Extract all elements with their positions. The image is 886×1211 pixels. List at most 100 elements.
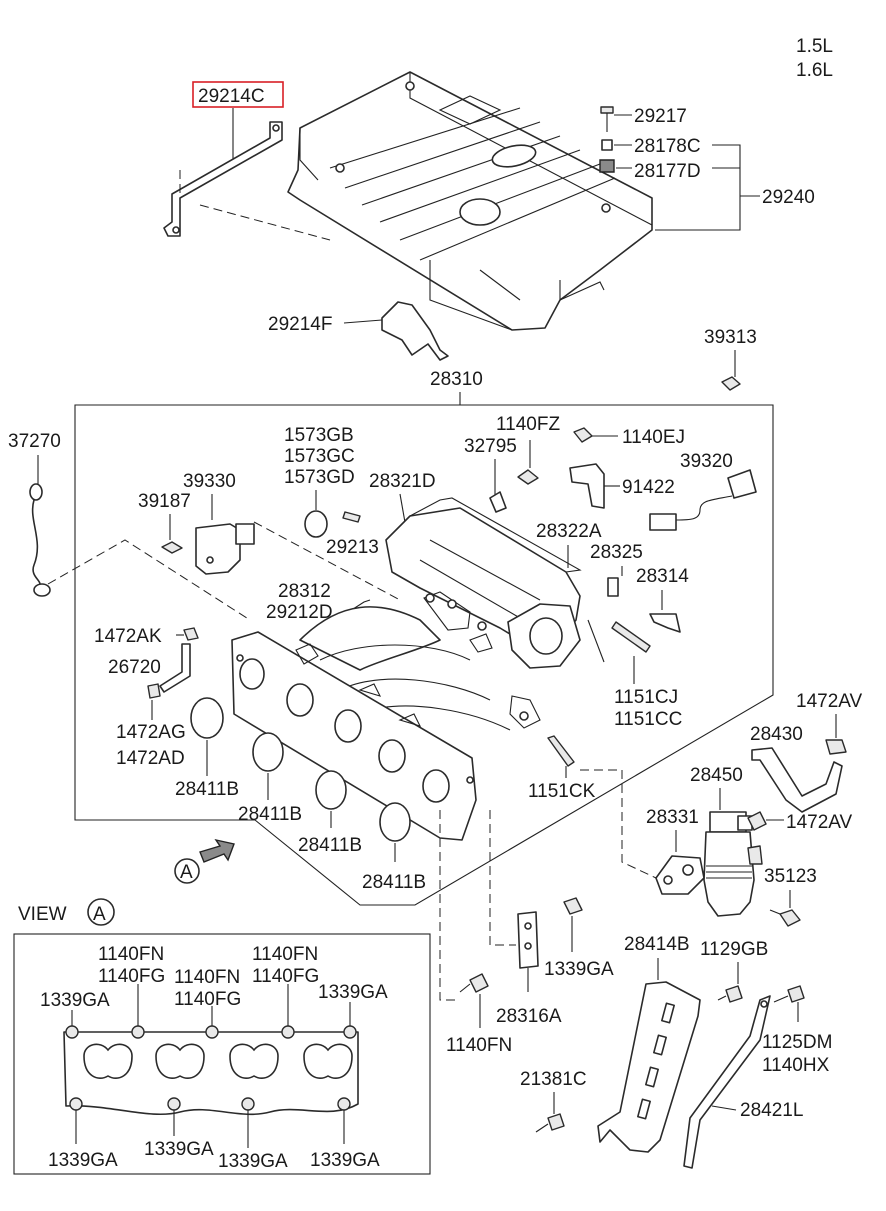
part-label-1339GA[interactable]: 1339GA	[544, 959, 614, 980]
view-a-label[interactable]: 1339GA	[218, 1151, 288, 1172]
clamp-1472AV[interactable]	[747, 811, 767, 831]
part-label-28411B[interactable]: 28411B	[298, 835, 362, 856]
part-label-29214F[interactable]: 29214F	[268, 314, 332, 335]
part-label-28414B[interactable]: 28414B	[624, 934, 690, 955]
part-label-29212D[interactable]: 29212D	[266, 602, 333, 623]
part-label-28331[interactable]: 28331	[646, 807, 699, 828]
view-a-label[interactable]: 1339GA	[318, 982, 388, 1003]
part-label-1472AD[interactable]: 1472AD	[116, 748, 185, 769]
bolt-39187[interactable]	[161, 541, 183, 554]
insulator-28177D[interactable]	[599, 159, 615, 173]
nut-1339GA[interactable]	[563, 897, 583, 915]
part-label-1125DM[interactable]: 1125DM	[762, 1032, 832, 1053]
part-label-37270[interactable]: 37270	[8, 431, 61, 452]
clamp-1472AG[interactable]	[147, 683, 161, 699]
view-a-label[interactable]: 1339GA	[310, 1150, 380, 1171]
gasket-28411B[interactable]	[315, 770, 347, 810]
pin-29213[interactable]	[342, 511, 361, 523]
part-label-28421L[interactable]: 28421L	[740, 1100, 803, 1121]
gasket-28331[interactable]	[655, 855, 705, 895]
bracket-29214F[interactable]	[381, 301, 449, 361]
view-a-label[interactable]: 1140FN	[98, 944, 164, 965]
part-label-39187[interactable]: 39187	[138, 491, 191, 512]
bracket-28316A[interactable]	[517, 911, 539, 969]
part-label-1573GD[interactable]: 1573GD	[284, 467, 355, 488]
hose-28314[interactable]	[649, 613, 681, 633]
part-label-1151CJ[interactable]: 1151CJ	[614, 687, 678, 708]
part-label-35123[interactable]: 35123	[764, 866, 817, 887]
bolt-1140FZ[interactable]	[517, 469, 539, 485]
part-label-29217[interactable]: 29217	[634, 106, 687, 127]
view-a-label[interactable]: 1140FG	[252, 966, 319, 987]
clamp-1472AV[interactable]	[825, 739, 847, 755]
bolt-1140EJ[interactable]	[573, 427, 593, 443]
knock-sensor-39320[interactable]	[649, 469, 757, 531]
intake-manifold-28310[interactable]	[231, 497, 582, 841]
part-label-21381C[interactable]: 21381C	[520, 1069, 587, 1090]
stay-28421L[interactable]	[683, 995, 771, 1169]
bracket-29214C[interactable]	[163, 121, 283, 237]
part-label-28411B[interactable]: 28411B	[362, 872, 426, 893]
grommet-28178C[interactable]	[601, 139, 613, 151]
stud-1151CK[interactable]	[547, 735, 575, 767]
part-label-28310[interactable]: 28310	[430, 369, 483, 390]
part-label-28321D[interactable]: 28321D	[369, 471, 436, 492]
part-label-29213[interactable]: 29213	[326, 537, 379, 558]
part-label-32795[interactable]: 32795	[464, 436, 517, 457]
part-label-1140FN[interactable]: 1140FN	[446, 1035, 512, 1056]
map-sensor-39330[interactable]	[195, 523, 255, 575]
bolt-21381C[interactable]	[547, 1113, 565, 1131]
part-label-1472AK[interactable]: 1472AK	[94, 626, 162, 647]
stud-1151CJ[interactable]	[611, 621, 651, 653]
view-a-label[interactable]: 1140FG	[174, 989, 241, 1010]
part-label-28316A[interactable]: 28316A	[496, 1006, 562, 1027]
part-label-28411B[interactable]: 28411B	[175, 779, 239, 800]
clamp-1472AK[interactable]	[183, 627, 199, 641]
bolt-35123[interactable]	[779, 909, 801, 927]
part-label-29214C[interactable]: 29214C	[198, 86, 265, 107]
view-a-label[interactable]: 1140FG	[98, 966, 165, 987]
part-label-39330[interactable]: 39330	[183, 471, 236, 492]
bolt-1129GB[interactable]	[725, 985, 743, 1003]
view-a-label[interactable]: 1140FN	[252, 944, 318, 965]
egr-valve-28450[interactable]	[703, 811, 763, 917]
gasket-28411B[interactable]	[379, 802, 411, 842]
part-label-1472AV[interactable]: 1472AV	[786, 812, 853, 833]
part-label-1472AG[interactable]: 1472AG	[116, 722, 186, 743]
part-label-28450[interactable]: 28450	[690, 765, 743, 786]
part-label-39313[interactable]: 39313	[704, 327, 757, 348]
part-label-1140EJ[interactable]: 1140EJ	[622, 427, 685, 448]
view-a-label[interactable]: 1339GA	[144, 1139, 214, 1160]
bolt-1125DM[interactable]	[787, 985, 805, 1003]
part-label-28322A[interactable]: 28322A	[536, 521, 602, 542]
part-label-28177D[interactable]: 28177D	[634, 161, 701, 182]
part-label-1140FZ[interactable]: 1140FZ	[496, 414, 560, 435]
part-label-26720[interactable]: 26720	[108, 657, 161, 678]
part-label-39320[interactable]: 39320	[680, 451, 733, 472]
part-label-91422[interactable]: 91422	[622, 477, 675, 498]
part-label-28430[interactable]: 28430	[750, 724, 803, 745]
hose-26720[interactable]	[159, 643, 191, 693]
bolt-39313[interactable]	[721, 376, 741, 391]
part-label-28178C[interactable]: 28178C	[634, 136, 701, 157]
gasket-28411B[interactable]	[252, 732, 284, 772]
part-label-28314[interactable]: 28314	[636, 566, 689, 587]
part-label-28312[interactable]: 28312	[278, 581, 331, 602]
view-a-label[interactable]: 1339GA	[48, 1150, 118, 1171]
bolt-1140FN[interactable]	[469, 973, 489, 993]
plug-1573GB[interactable]	[304, 510, 328, 538]
part-label-1140HX[interactable]: 1140HX	[762, 1055, 830, 1076]
view-a-label[interactable]: 1339GA	[40, 990, 110, 1011]
engine-cover-29240[interactable]	[287, 71, 653, 331]
part-label-1573GC[interactable]: 1573GC	[284, 446, 355, 467]
part-label-29240[interactable]: 29240	[762, 187, 815, 208]
bracket-28414B[interactable]	[597, 981, 701, 1153]
part-label-1151CC[interactable]: 1151CC	[614, 709, 682, 730]
part-label-28325[interactable]: 28325	[590, 542, 643, 563]
part-label-1472AV[interactable]: 1472AV	[796, 691, 863, 712]
bracket-91422[interactable]	[569, 463, 605, 509]
ground-cable-37270[interactable]	[29, 483, 51, 597]
gasket-28411B[interactable]	[190, 697, 224, 739]
bolt-29217[interactable]	[600, 106, 614, 132]
plug-28325[interactable]	[607, 577, 619, 597]
